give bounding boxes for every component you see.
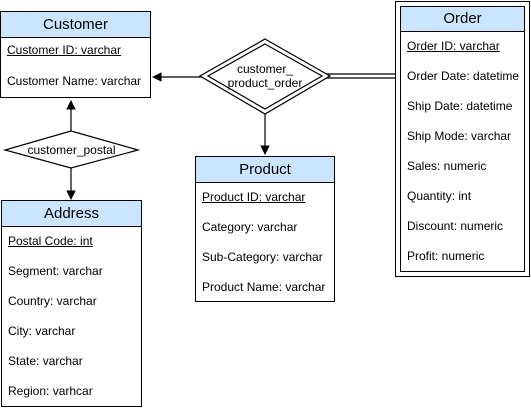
- entity-order-attr: Ship Mode: varchar: [407, 129, 512, 143]
- relationship-label-line2: product_order: [227, 76, 303, 90]
- entity-address-attr: City: varchar: [8, 324, 76, 338]
- entity-customer[interactable]: Customer Customer ID: varchar Customer N…: [0, 11, 151, 98]
- relationship-customer-product-order-diamond-outer: [198, 38, 332, 115]
- entity-address-attr: State: varchar: [8, 354, 83, 368]
- entity-product-attr: Product Name: varchar: [202, 280, 326, 294]
- entity-product-attr: Category: varchar: [202, 220, 298, 234]
- relationship-label-line1: customer_: [236, 62, 294, 76]
- entity-address-attr: Region: varhcar: [8, 384, 93, 398]
- entity-customer-attr: Customer Name: varchar: [7, 74, 142, 88]
- entity-order-title: Order: [401, 7, 524, 32]
- entity-customer-attr: Customer ID: varchar: [7, 43, 122, 57]
- entity-order-attr: Order ID: varchar: [407, 39, 500, 53]
- entity-address-attr: Postal Code: int: [8, 234, 93, 248]
- relationship-customer-postal-diamond: [2, 130, 141, 169]
- entity-product-attr: Sub-Category: varchar: [202, 250, 323, 264]
- relationship-customer-product-order-diamond-inner: [206, 43, 324, 110]
- entity-product[interactable]: Product Product ID: varchar Category: va…: [195, 156, 335, 302]
- entity-order-attr: Sales: numeric: [407, 159, 487, 173]
- entity-order-attr: Discount: numeric: [407, 219, 504, 233]
- entity-product-title: Product: [196, 157, 334, 183]
- entity-order-attr: Profit: numeric: [407, 249, 485, 263]
- entity-order-attr: Order Date: datetime: [407, 69, 520, 83]
- entity-customer-title: Customer: [1, 12, 150, 38]
- entity-order-attr: Quantity: int: [407, 189, 472, 203]
- entity-address-attr: Country: varchar: [8, 294, 97, 308]
- entity-address-attr: Segment: varchar: [8, 264, 103, 278]
- entity-order-attr: Ship Date: datetime: [407, 99, 513, 113]
- entity-order[interactable]: Order Order ID: varchar Order Date: date…: [400, 6, 525, 272]
- relationship-customer-postal-label: customer_postal: [27, 143, 116, 157]
- relationship-customer-product-order-label: customer_ product_order: [200, 62, 330, 90]
- entity-product-attr: Product ID: varchar: [202, 190, 306, 204]
- entity-address[interactable]: Address Postal Code: int Segment: varcha…: [1, 200, 142, 407]
- entity-address-title: Address: [2, 201, 141, 227]
